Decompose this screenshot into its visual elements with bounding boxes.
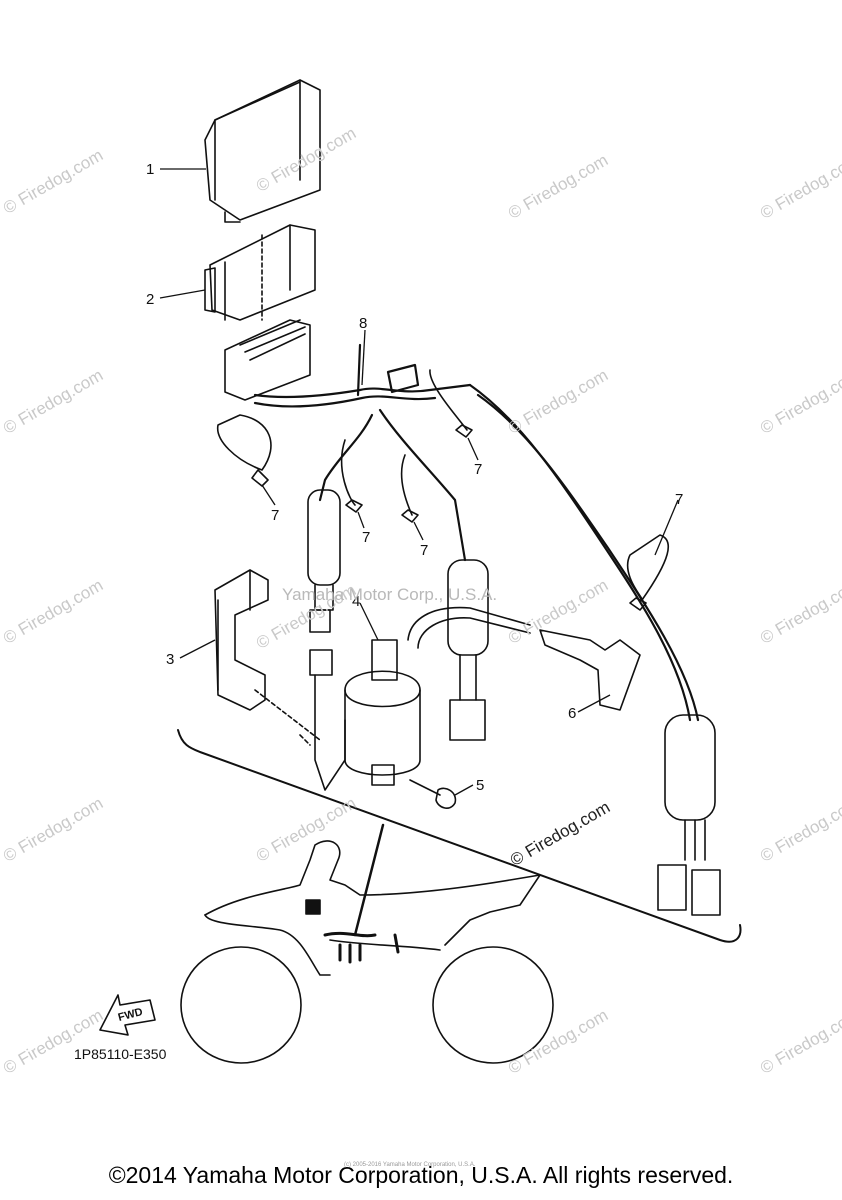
part-cdi-unit — [204, 79, 321, 223]
wire-harness — [253, 343, 700, 722]
callout-1: 1 — [146, 161, 155, 178]
part-spark-plug-cap — [539, 629, 641, 711]
clamps — [217, 369, 670, 611]
inset-boundary — [177, 729, 742, 943]
motorcycle-silhouette — [180, 840, 554, 1064]
inset-pointer — [353, 823, 385, 937]
part-ignition-coil — [344, 606, 531, 786]
callout-6: 6 — [568, 705, 577, 722]
callout-4: 4 — [352, 593, 361, 610]
part-code: 1P85110-E350 — [74, 1046, 167, 1062]
fwd-arrow-icon — [99, 994, 156, 1036]
callout-7e: 7 — [675, 491, 684, 508]
part-bracket — [214, 569, 269, 711]
callout-5: 5 — [476, 777, 485, 794]
copyright-notice: ©2014 Yamaha Motor Corporation, U.S.A. A… — [108, 1162, 734, 1188]
callout-3: 3 — [166, 651, 175, 668]
callout-2: 2 — [146, 291, 155, 308]
bottom-connector — [254, 649, 346, 791]
callout-7a: 7 — [271, 507, 280, 524]
part-cover — [204, 224, 316, 321]
part-bolt — [409, 779, 457, 809]
callout-7b: 7 — [362, 529, 371, 546]
callout-8: 8 — [359, 315, 368, 332]
center-watermark: Yamaha Motor Corp., U.S.A. — [282, 585, 498, 604]
left-lead — [307, 489, 341, 633]
tiny-notice: (c) 2005-2016 Yamaha Motor Corporation, … — [344, 1162, 476, 1168]
connector-block — [224, 319, 311, 401]
right-lead — [657, 714, 721, 916]
callout-7d: 7 — [474, 461, 483, 478]
middle-lead — [447, 559, 489, 741]
callout-7c: 7 — [420, 542, 429, 559]
